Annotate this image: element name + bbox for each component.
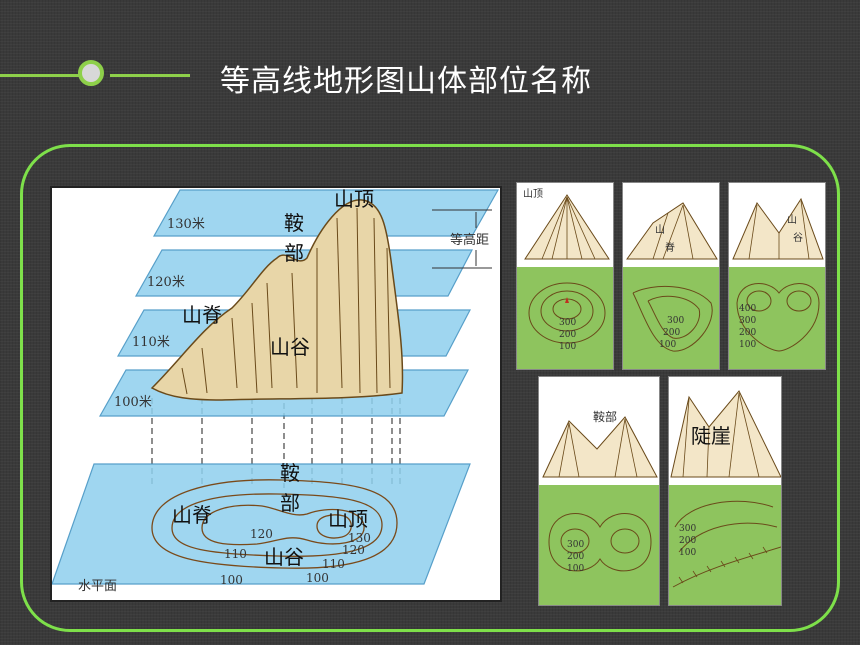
- valley-label: 山谷: [270, 335, 310, 359]
- plane-label-100: 100米: [114, 395, 152, 410]
- water-plane: [51, 463, 471, 585]
- thumb-valley-v400: 400: [739, 304, 756, 314]
- thumb-cliff-v300: 300: [679, 524, 696, 534]
- plan-label-110: 110: [224, 547, 247, 561]
- mountain-shape: [150, 199, 404, 401]
- thumb-ridge-label-2: 脊: [665, 241, 675, 254]
- thumb-ridge-v300: 300: [667, 316, 684, 326]
- thumb-ridge-v100: 100: [659, 340, 676, 350]
- thumb-valley-v100: 100: [739, 340, 756, 350]
- thumb-saddle: 鞍部 300 200 100: [538, 376, 660, 606]
- summit-label: 山顶: [334, 188, 374, 211]
- thumb-ridge-svg: 山 脊 300 200 100: [623, 202, 719, 369]
- plan-label-100b: 100: [306, 571, 329, 585]
- plane-label-130: 130米: [167, 217, 205, 232]
- contour-interval-marker: [432, 209, 492, 269]
- plan-summit-label: 山顶: [328, 507, 368, 531]
- thumb-cliff-label: 陡崖: [691, 424, 731, 448]
- page-title: 等高线地形图山体部位名称: [220, 64, 592, 99]
- main-diagram: 130米 120米 110米 100米 等高距 山顶 鞍 部 山脊 山谷 120…: [50, 186, 502, 602]
- thumb-saddle-v100: 100: [567, 564, 584, 574]
- thumb-summit-label: 山顶: [523, 188, 543, 200]
- thumb-saddle-label: 鞍部: [593, 409, 617, 424]
- thumb-cliff-v100: 100: [679, 548, 696, 558]
- thumb-ridge-label-1: 山: [655, 224, 665, 236]
- ridge-label: 山脊: [182, 303, 222, 327]
- thumb-valley: 山 谷 400 300 200 100: [728, 182, 826, 370]
- thumb-summit-v200: 200: [559, 330, 576, 340]
- plan-contours: [151, 479, 398, 569]
- thumb-saddle-v200: 200: [567, 552, 584, 562]
- saddle-label-1: 鞍: [284, 211, 304, 235]
- saddle-label-2: 部: [284, 241, 304, 265]
- plane-130: [152, 189, 500, 237]
- water-plane-label: 水平面: [78, 579, 117, 594]
- header-line-right: [110, 74, 190, 77]
- plan-saddle-label-2: 部: [280, 491, 300, 515]
- thumb-ridge: 山 脊 300 200 100: [622, 182, 720, 370]
- thumb-saddle-svg: 鞍部 300 200 100: [539, 409, 659, 605]
- plan-ridge-label: 山脊: [172, 503, 212, 527]
- thumb-valley-svg: 山 谷 400 300 200 100: [729, 197, 825, 369]
- thumb-valley-label-2: 谷: [793, 232, 803, 244]
- thumb-summit-v300: 300: [559, 318, 576, 328]
- header-bullet-icon: [78, 60, 104, 86]
- contour-interval-label: 等高距: [450, 232, 489, 248]
- main-diagram-svg: 130米 120米 110米 100米 等高距 山顶 鞍 部 山脊 山谷 120…: [51, 187, 500, 594]
- plan-saddle-label-1: 鞍: [280, 461, 300, 485]
- plan-label-130: 130: [348, 531, 371, 545]
- thumb-summit: 山顶 300 200 100: [516, 182, 614, 370]
- plane-label-110: 110米: [132, 335, 170, 350]
- plane-label-120: 120米: [147, 275, 185, 290]
- thumb-cliff: 陡崖 300 200 100: [668, 376, 782, 606]
- thumb-cliff-svg: 陡崖 300 200 100: [669, 390, 781, 605]
- header-line-left: [0, 74, 80, 77]
- content-frame: [20, 144, 840, 632]
- plan-label-110b: 110: [322, 557, 345, 571]
- thumb-saddle-v300: 300: [567, 540, 584, 550]
- plan-label-120: 120: [250, 527, 273, 541]
- thumb-ridge-v200: 200: [663, 328, 680, 338]
- thumb-cliff-v200: 200: [679, 536, 696, 546]
- thumb-summit-svg: 山顶 300 200 100: [517, 188, 613, 369]
- thumb-summit-v100: 100: [559, 342, 576, 352]
- thumb-valley-v300: 300: [739, 316, 756, 326]
- plan-label-100: 100: [220, 573, 243, 587]
- plan-label-120b: 120: [342, 543, 365, 557]
- plan-valley-label: 山谷: [264, 545, 304, 569]
- thumb-valley-v200: 200: [739, 328, 756, 338]
- thumb-valley-label-1: 山: [787, 214, 797, 226]
